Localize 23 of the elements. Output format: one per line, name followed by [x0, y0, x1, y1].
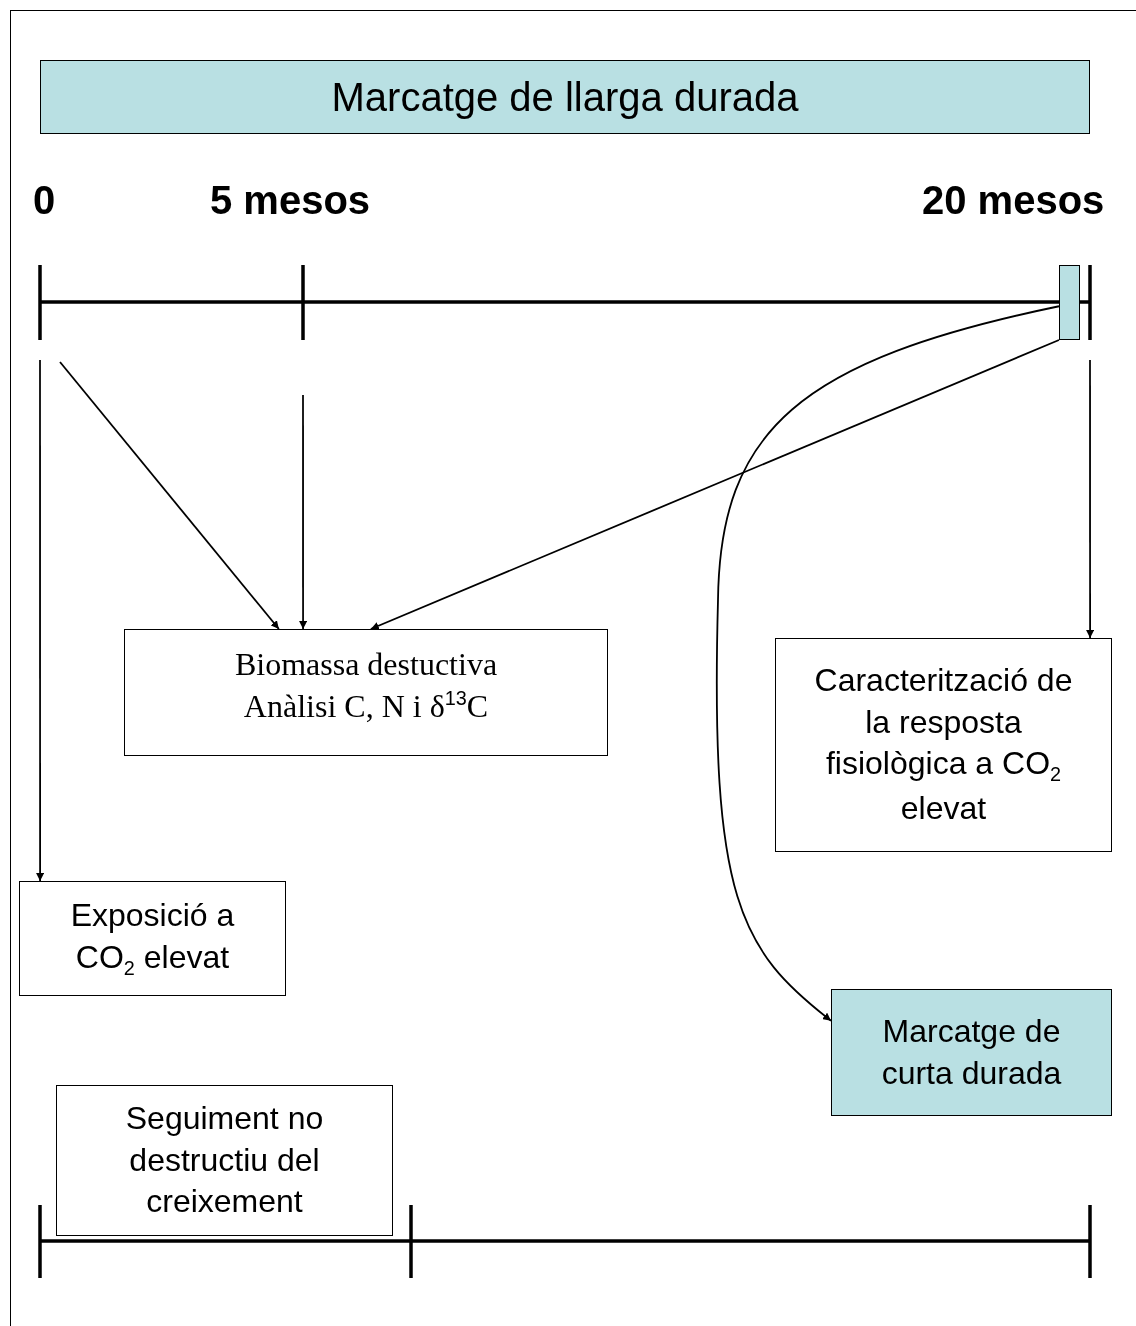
arrow — [369, 339, 1060, 630]
time-label: 20 mesos — [922, 178, 1105, 223]
arrow — [1086, 359, 1095, 639]
node-text: Seguiment no destructiu del creixement — [124, 1099, 325, 1222]
process-box — [19, 881, 286, 996]
process-box — [124, 629, 608, 756]
node-text: Biomassa destuctiva — [234, 645, 498, 684]
process-box — [56, 1085, 393, 1236]
time-label: 5 mesos — [210, 178, 371, 223]
node-text: Exposició a CO$_{2}$ elevat — [69, 896, 236, 982]
box-shape — [1059, 265, 1080, 340]
arrow — [36, 359, 45, 882]
process-box — [831, 989, 1112, 1116]
node-text: Marcatge de curta durada — [880, 1011, 1063, 1093]
arrow — [715, 305, 1060, 1022]
process-box — [775, 638, 1112, 852]
node-text: Marcatge de llarga durada — [331, 74, 799, 121]
node-text: Caracterització de la resposta fisiològica a CO$_{2}$ elevat — [813, 661, 1074, 829]
arrow — [59, 361, 280, 630]
time-label: 0 — [33, 178, 56, 223]
arrow — [299, 394, 308, 630]
node-text: Anàlisi C, N i δ$^{13}$C — [243, 685, 489, 726]
title-band — [40, 60, 1090, 134]
